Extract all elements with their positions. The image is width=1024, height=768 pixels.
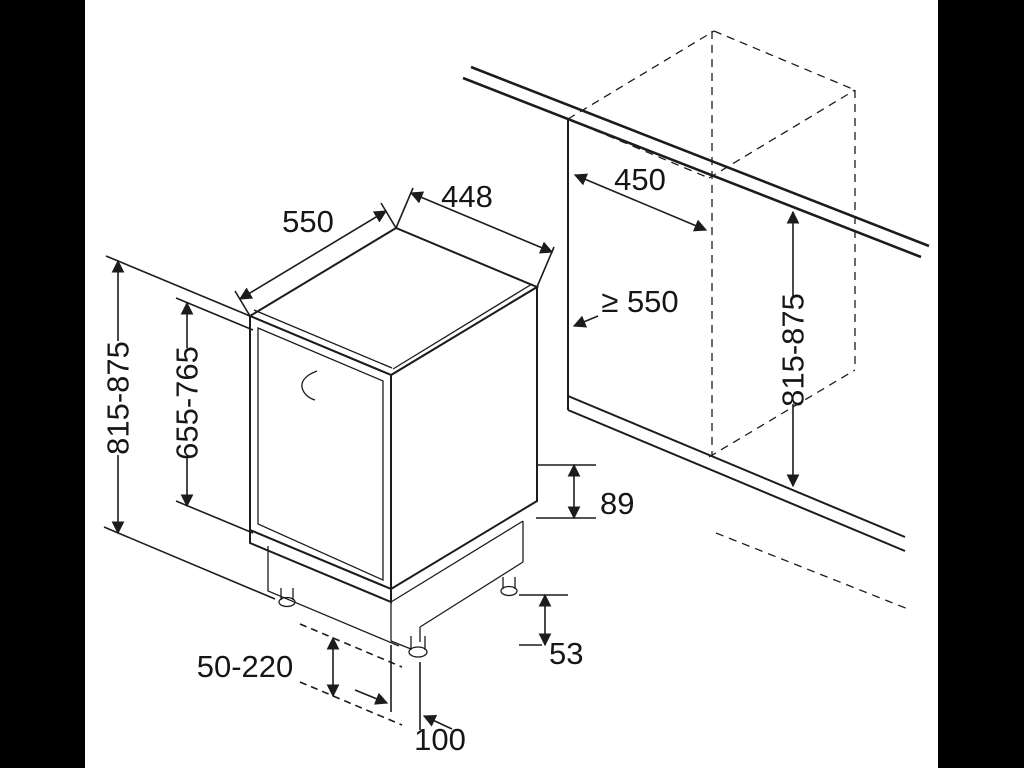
dim-top-width: 448 (395, 179, 555, 288)
dim-overall-height-left: 815-875 (101, 255, 276, 600)
dimensions: 550 448 450 ≥ 550 815-875 (101, 162, 811, 757)
adjustable-feet (278, 577, 518, 658)
niche-plinth-bottom-line (567, 409, 906, 552)
dishwasher (247, 226, 540, 658)
dim-base-lower: 53 (519, 593, 583, 671)
label-plinth-depth: 100 (414, 722, 466, 757)
label-base-upper: 89 (600, 486, 634, 521)
door-handle (301, 370, 318, 401)
top-rim-line-right (392, 283, 533, 370)
worktop (462, 65, 930, 259)
floor-dashed-line (715, 532, 909, 610)
worktop-bottom-edge (462, 76, 922, 259)
label-top-depth: 550 (282, 204, 334, 239)
left-foot (278, 596, 296, 608)
front-foot (408, 646, 428, 658)
dim-niche-depth: ≥ 550 (572, 284, 679, 328)
dim-plinth-depth: 100 (354, 645, 466, 757)
right-foot-stem (502, 577, 516, 589)
niche (567, 30, 909, 610)
niche-plinth-top-line (567, 395, 906, 538)
dim-feet-range: 50-220 (197, 623, 403, 726)
label-overall-height-right: 815-875 (776, 293, 811, 407)
front-foot-stem (410, 636, 426, 650)
label-top-width: 448 (441, 179, 493, 214)
dim-door-height: 655-765 (170, 297, 254, 534)
base-plinth (267, 520, 524, 650)
worktop-top-edge (470, 65, 930, 248)
top-rim-line-left (253, 309, 393, 369)
niche-hidden-box (567, 30, 856, 458)
dim-top-depth: 550 (234, 202, 397, 317)
left-foot-stem (280, 588, 294, 600)
dim-base-upper: 89 (536, 463, 634, 521)
label-base-lower: 53 (549, 636, 583, 671)
right-foot (500, 585, 518, 597)
label-niche-width: 450 (614, 162, 666, 197)
label-overall-height-left: 815-875 (101, 341, 136, 455)
door-inner-frame (257, 327, 384, 582)
label-niche-depth: ≥ 550 (601, 284, 678, 319)
dim-niche-width: 450 (573, 162, 708, 232)
dim-overall-height-right: 815-875 (776, 210, 811, 488)
label-door-height: 655-765 (170, 346, 205, 460)
label-feet-range: 50-220 (197, 649, 294, 684)
